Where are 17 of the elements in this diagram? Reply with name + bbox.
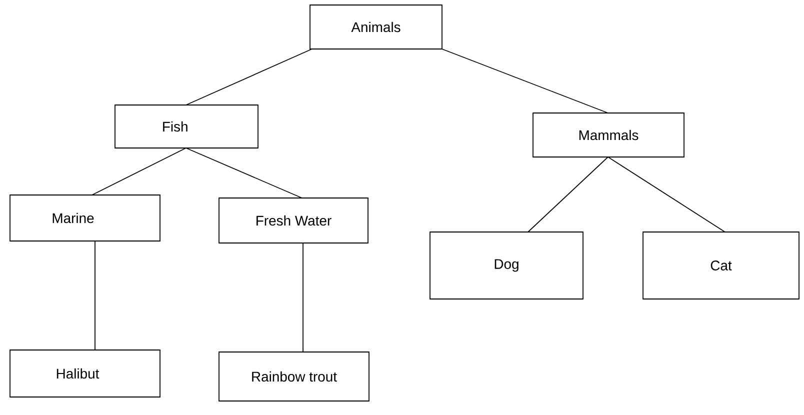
connector-line (92, 148, 186, 196)
label-box: Mammals (532, 112, 684, 158)
label-box: Halibut (10, 350, 160, 398)
connector-line (608, 156, 726, 232)
label-box: Rainbow trout (218, 352, 370, 402)
connector-line (528, 156, 608, 232)
label-box: Cat (642, 232, 800, 300)
label-box: Animals (310, 4, 442, 50)
label-box: Fresh Water (218, 198, 368, 244)
connector-line (186, 148, 302, 198)
label-box: Dog (430, 232, 584, 300)
label-box: Marine (10, 194, 160, 242)
connector-line (302, 242, 304, 352)
label-box: Fish (114, 104, 258, 148)
connector-line (94, 240, 96, 350)
connector-line (186, 48, 312, 106)
connector-line (442, 48, 608, 114)
